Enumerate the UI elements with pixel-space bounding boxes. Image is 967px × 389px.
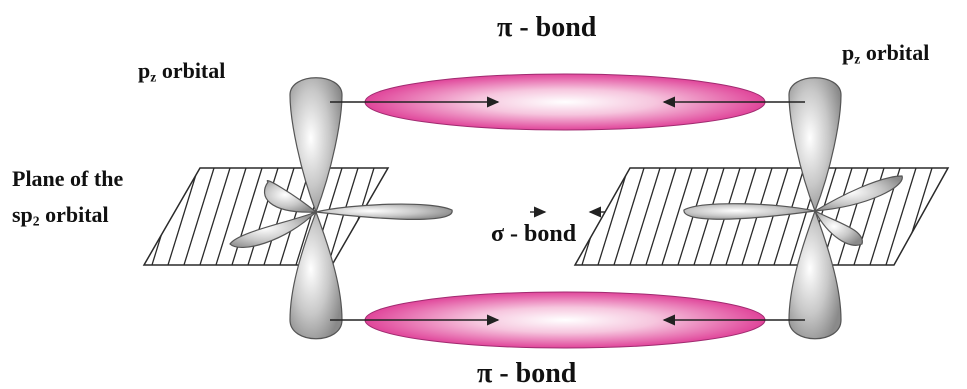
plane-hatch-line <box>901 168 933 265</box>
plane-hatch-line <box>917 168 948 265</box>
plane-hatch-line <box>263 168 295 265</box>
plane-hatch-line <box>144 168 151 265</box>
right-sp2-orbital-lobes <box>683 175 903 246</box>
plane-hatch-line <box>613 168 645 265</box>
plane-hatch-line <box>885 168 917 265</box>
plane-hatch-line <box>167 168 199 265</box>
pz-orbital-right-label: pz orbital <box>842 40 930 67</box>
plane-hatch-line <box>327 168 359 265</box>
left-pz-orbital <box>289 77 343 340</box>
plane-label-line2: sp2 orbital <box>12 202 109 229</box>
right-pz-orbital <box>788 77 842 340</box>
plane-hatch-line <box>231 168 263 265</box>
left-sp2-plane <box>142 167 390 266</box>
left-sp2-orbital-lobes <box>229 180 453 248</box>
sigma-bond-label: σ - bond <box>491 221 577 247</box>
plane-hatch-line <box>199 168 231 265</box>
plane-hatch-line <box>597 168 629 265</box>
pi-bond-top-label: π - bond <box>497 12 597 43</box>
plane-hatch-line <box>183 168 215 265</box>
plane-hatch-line <box>837 168 869 265</box>
pi-bond-bottom-label: π - bond <box>477 358 577 389</box>
plane-hatch-line <box>645 168 677 265</box>
plane-hatch-line <box>773 168 805 265</box>
plane-hatch-line <box>151 168 183 265</box>
plane-hatch-line <box>215 168 247 265</box>
pz-orbital-left-label: pz orbital <box>138 58 226 85</box>
plane-hatch-line <box>279 168 311 265</box>
plane-hatch-line <box>144 168 167 265</box>
plane-hatch-line <box>575 168 597 265</box>
plane-hatch-line <box>575 168 581 265</box>
plane-hatch-line <box>661 168 693 265</box>
plane-label-line1: Plane of the <box>12 166 124 191</box>
plane-hatch-line <box>629 168 661 265</box>
plane-hatch-line <box>581 168 613 265</box>
